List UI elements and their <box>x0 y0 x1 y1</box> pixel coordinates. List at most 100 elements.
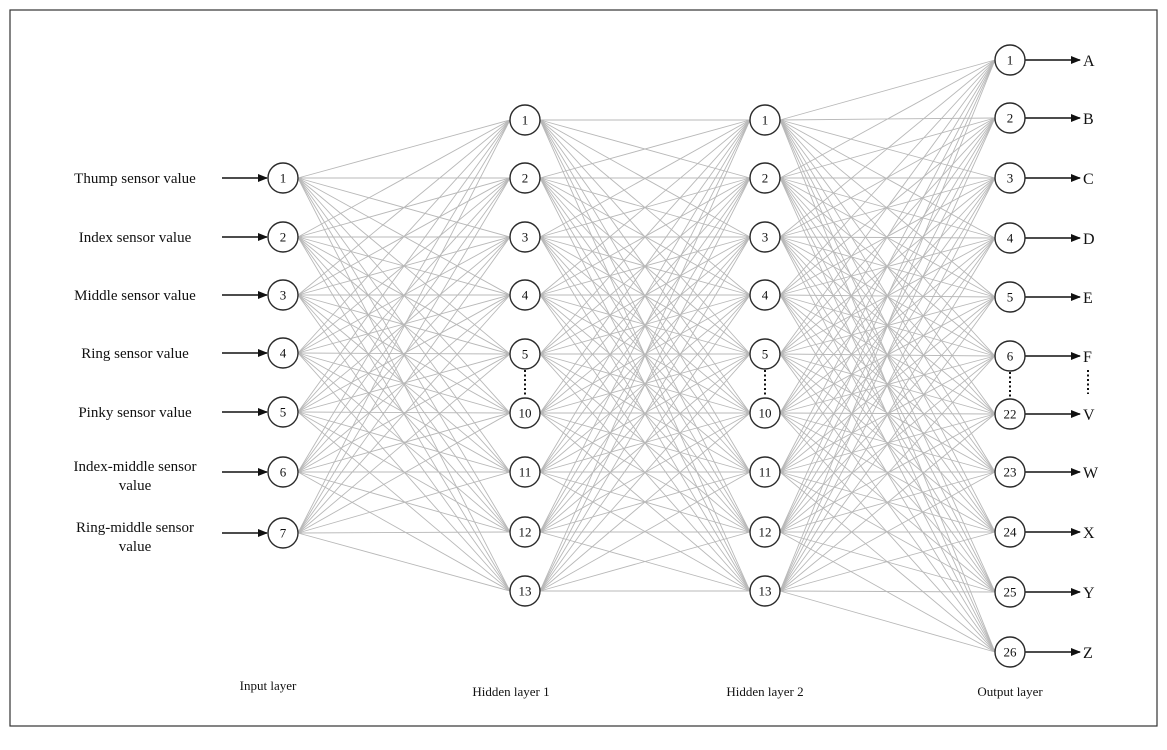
node-label: 2 <box>762 171 769 186</box>
connection-l3-n9-n11 <box>779 590 996 653</box>
node-l4-1 <box>994 44 1026 76</box>
connection-l1-n6-n4 <box>297 294 511 473</box>
node-label: 26 <box>1004 645 1018 660</box>
connections <box>297 59 996 653</box>
node-l1-4 <box>267 337 299 369</box>
input-label-line: Ring-middle sensor <box>76 520 194 536</box>
node-label: 5 <box>280 405 287 420</box>
output-label-8: W <box>1083 465 1099 482</box>
node-l4-6 <box>994 340 1026 372</box>
input-label-line: Ring sensor value <box>81 346 189 362</box>
connection-l3-n9-n7 <box>779 413 996 592</box>
node-label: 4 <box>1007 231 1014 246</box>
node-label: 1 <box>522 113 529 128</box>
node-l2-8 <box>509 516 541 548</box>
node-label: 5 <box>762 347 769 362</box>
connection-l1-n5-n4 <box>297 294 511 413</box>
connection-l3-n9-n1 <box>779 59 996 592</box>
connection-l3-n9-n10 <box>779 590 996 593</box>
input-label-2: Index sensor value <box>79 230 192 246</box>
node-label: 4 <box>522 288 529 303</box>
node-l2-7 <box>509 456 541 488</box>
connection-l3-n7-n1 <box>779 59 996 473</box>
node-label: 1 <box>1007 53 1014 68</box>
input-label-3: Middle sensor value <box>74 288 196 304</box>
connection-l1-n3-n1 <box>297 119 511 296</box>
node-l2-3 <box>509 221 541 253</box>
connection-l1-n4-n1 <box>297 119 511 354</box>
connection-l3-n2-n4 <box>779 177 996 239</box>
connection-l1-n2-n1 <box>297 119 511 238</box>
connection-l3-n1-n10 <box>779 119 996 593</box>
node-l4-10 <box>994 576 1026 608</box>
input-label-line: Middle sensor value <box>74 288 196 304</box>
connection-l3-n9-n6 <box>779 355 996 592</box>
connection-l1-n6-n8 <box>297 471 511 533</box>
node-label: 3 <box>762 230 769 245</box>
node-label: 25 <box>1004 585 1017 600</box>
connection-l2-n9-n8 <box>539 531 751 592</box>
node-l1-2 <box>267 221 299 253</box>
connection-l2-n5-n1 <box>539 119 751 355</box>
connection-l2-n7-n4 <box>539 294 751 473</box>
connection-l2-n9-n3 <box>539 236 751 592</box>
node-label: 23 <box>1004 465 1017 480</box>
connection-l2-n4-n1 <box>539 119 751 296</box>
connection-l1-n7-n1 <box>297 119 511 534</box>
connection-l3-n6-n1 <box>779 59 996 414</box>
connection-l1-n5-n2 <box>297 177 511 413</box>
node-l2-1 <box>509 104 541 136</box>
connection-l3-n3-n5 <box>779 236 996 298</box>
node-label: 6 <box>1007 349 1014 364</box>
connection-l3-n1-n1 <box>779 59 996 121</box>
connection-l1-n7-n7 <box>297 471 511 534</box>
node-l3-1 <box>749 104 781 136</box>
node-label: 6 <box>280 465 287 480</box>
output-label-6: F <box>1083 349 1092 366</box>
connection-l1-n5-n1 <box>297 119 511 413</box>
node-label: 1 <box>762 113 769 128</box>
input-label-5: Pinky sensor value <box>78 405 192 421</box>
connection-l2-n6-n1 <box>539 119 751 414</box>
connection-l3-n9-n2 <box>779 117 996 592</box>
output-label-2: B <box>1083 111 1094 128</box>
node-l2-6 <box>509 397 541 429</box>
input-label-line: Index sensor value <box>79 230 192 246</box>
node-l3-9 <box>749 575 781 607</box>
node-label: 5 <box>522 347 529 362</box>
node-l3-6 <box>749 397 781 429</box>
connection-l2-n8-n1 <box>539 119 751 533</box>
connection-l2-n3-n1 <box>539 119 751 238</box>
connection-l3-n9-n9 <box>779 531 996 592</box>
node-l1-6 <box>267 456 299 488</box>
connection-l1-n6-n2 <box>297 177 511 473</box>
node-label: 22 <box>1004 407 1017 422</box>
connection-l3-n9-n8 <box>779 471 996 592</box>
node-label: 2 <box>1007 111 1014 126</box>
node-label: 10 <box>759 406 772 421</box>
layer-caption-3: Hidden layer 2 <box>726 684 803 699</box>
output-label-5: E <box>1083 290 1093 307</box>
input-label-line: value <box>119 539 152 555</box>
connection-l1-n6-n5 <box>297 353 511 473</box>
output-label-9: X <box>1083 525 1095 542</box>
node-l4-4 <box>994 222 1026 254</box>
node-label: 12 <box>759 525 772 540</box>
nodes: 1234567123451011121312345101112131234562… <box>267 44 1026 668</box>
output-label-11: Z <box>1083 645 1093 662</box>
connection-l3-n1-n5 <box>779 119 996 298</box>
node-label: 11 <box>519 465 532 480</box>
node-l1-5 <box>267 396 299 428</box>
connection-l3-n5-n1 <box>779 59 996 355</box>
connection-l3-n3-n1 <box>779 59 996 238</box>
connection-l3-n8-n1 <box>779 59 996 533</box>
node-label: 5 <box>1007 290 1014 305</box>
layer-caption-1: Input layer <box>240 678 297 693</box>
node-l3-2 <box>749 162 781 194</box>
layer-caption-4: Output layer <box>977 684 1043 699</box>
connection-l2-n9-n6 <box>539 412 751 592</box>
